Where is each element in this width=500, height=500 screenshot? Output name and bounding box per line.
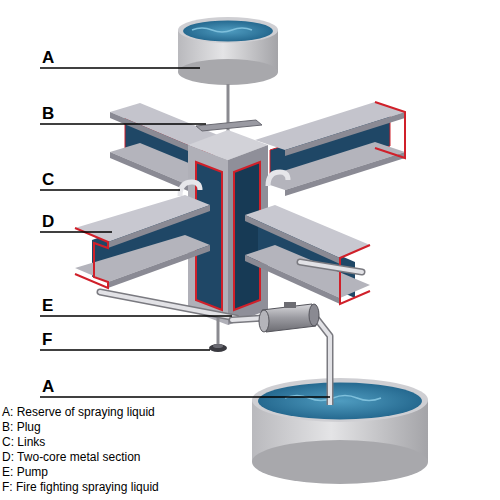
callout-letter: E xyxy=(42,296,53,316)
top-tank xyxy=(178,17,278,85)
links xyxy=(180,172,288,196)
callout-letter: C xyxy=(42,170,54,190)
callout-letter: D xyxy=(42,212,54,232)
pump xyxy=(259,302,330,405)
plug xyxy=(196,120,262,131)
callout-letter: B xyxy=(42,104,54,124)
key-entry: C: Links xyxy=(2,435,45,449)
column xyxy=(188,130,268,325)
front-left-beam xyxy=(75,195,210,288)
front-right-beam xyxy=(245,205,370,304)
key-entry: E: Pump xyxy=(2,465,48,479)
leader-lines xyxy=(40,68,330,397)
key-entry: F: Fire fighting spraying liquid xyxy=(2,480,159,494)
key-entry: B: Plug xyxy=(2,420,41,434)
pipes xyxy=(100,262,362,320)
callout-letter: A xyxy=(42,377,54,397)
key-entry: A: Reserve of spraying liquid xyxy=(2,405,155,419)
callout-letter: F xyxy=(42,330,52,350)
callout-letter: A xyxy=(42,48,54,68)
bottom-tank xyxy=(252,378,428,484)
spray-nozzle xyxy=(209,318,227,352)
key-entry: D: Two-core metal section xyxy=(2,450,141,464)
back-right-beam xyxy=(255,102,405,196)
